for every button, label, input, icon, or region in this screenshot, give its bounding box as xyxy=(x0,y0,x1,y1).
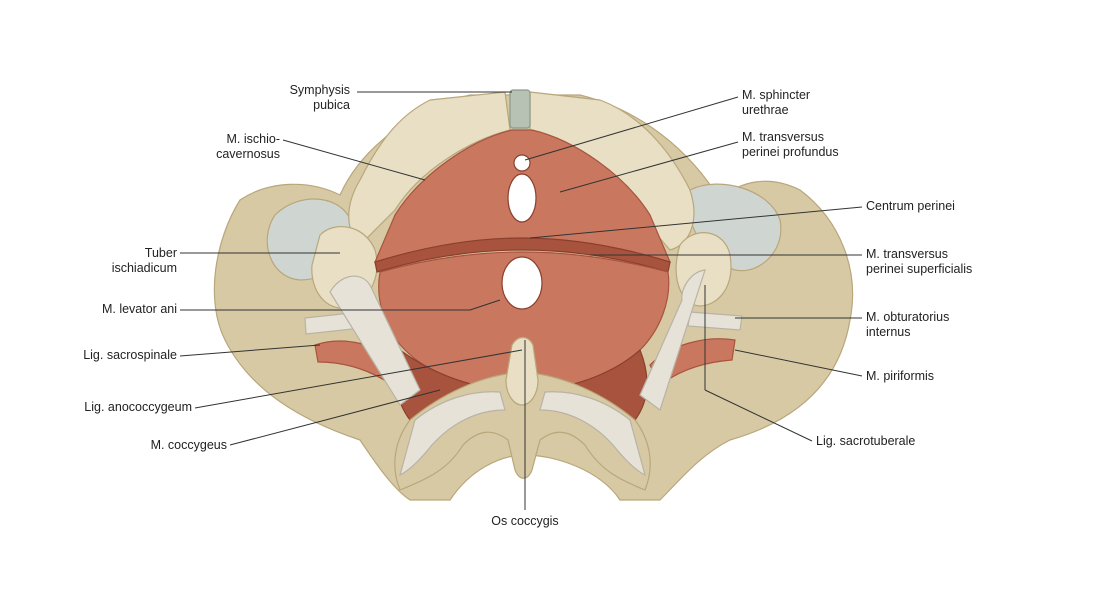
urethral-opening xyxy=(513,154,531,172)
vaginal-opening xyxy=(507,173,537,223)
anal-opening xyxy=(501,256,543,310)
label-tuber-ischiadicum: Tuber ischiadicum xyxy=(111,246,177,275)
label-m-piriformis: M. piriformis xyxy=(866,369,935,383)
sacral-ligament-fan-left xyxy=(399,391,506,477)
label-m-transversus-perinei-profundus: M. transversus perinei profundus xyxy=(742,130,839,159)
sacral-ligament-fan-right xyxy=(539,391,646,477)
lig-sacrotuberale-right-shape xyxy=(639,269,706,411)
lig-sacrotuberale-left-shape xyxy=(329,275,421,406)
label-m-obturatorius-internus: M. obturatorius internus xyxy=(866,310,950,339)
leader-piriformis xyxy=(734,349,863,377)
leader-levator-2 xyxy=(469,299,501,311)
label-lig-sacrotuberale: Lig. sacrotuberale xyxy=(816,434,916,448)
leader-anococcygeum xyxy=(194,349,523,409)
label-m-coccygeus: M. coccygeus xyxy=(150,438,227,452)
leader-coccygeus xyxy=(229,389,441,446)
label-centrum-perinei: Centrum perinei xyxy=(866,199,955,213)
label-m-sphincter-urethrae: M. sphincter urethrae xyxy=(742,88,811,117)
label-m-levator-ani: M. levator ani xyxy=(101,302,177,316)
leader-sacrotuberale xyxy=(704,389,813,442)
symphysis-pubica-shape xyxy=(509,89,531,129)
leader-centrum xyxy=(529,206,863,239)
leader-sacrospinale xyxy=(179,344,321,357)
label-lig-anococcygeum: Lig. anococcygeum xyxy=(84,400,192,414)
label-symphysis-pubica: Symphysis pubica xyxy=(289,83,350,112)
leader-lines xyxy=(179,91,863,510)
label-m-transversus-perinei-superficialis: M. transversus perinei superficialis xyxy=(866,247,973,276)
m-levator-ani-shape xyxy=(378,251,670,391)
label-m-ischiocavernosus: M. ischio- cavernosus xyxy=(216,132,280,161)
os-coccygis-shape xyxy=(505,336,539,406)
leader-profundus xyxy=(559,141,739,193)
leader-ischiocavernosus xyxy=(282,139,426,181)
label-os-coccygis: Os coccygis xyxy=(491,514,559,528)
leader-sphincter xyxy=(524,96,739,161)
label-lig-sacrospinale: Lig. sacrospinale xyxy=(83,348,177,362)
